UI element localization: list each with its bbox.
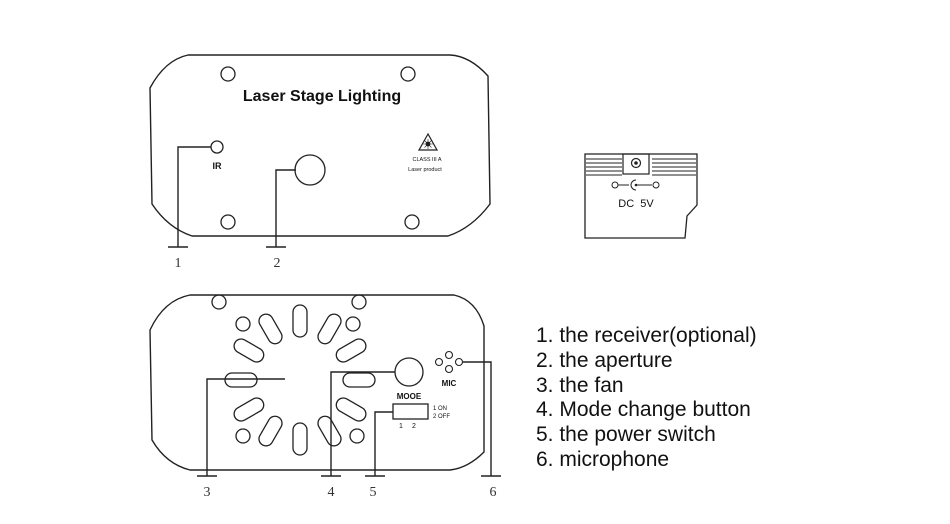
callout-number-1: 1 — [175, 256, 182, 271]
callout-number-5: 5 — [370, 485, 377, 500]
dc-voltage-label: DC 5V — [618, 198, 654, 210]
ir-receiver — [210, 140, 224, 154]
legend-item: 5. the power switch — [536, 423, 716, 447]
fan-vents — [224, 304, 376, 456]
callout-line-3 — [206, 378, 285, 476]
callout-line-2 — [275, 169, 296, 247]
laser-aperture — [294, 154, 326, 186]
switch-off-label: 2 OFF — [433, 414, 450, 420]
mount-hole — [345, 316, 361, 332]
legend-item: 6. microphone — [536, 447, 670, 471]
front-panel-title: Laser Stage Lighting — [243, 88, 401, 105]
mode-label: MOOE — [397, 392, 422, 401]
mount-hole — [349, 428, 365, 444]
mount-hole — [211, 294, 227, 310]
callout-number-2: 2 — [274, 256, 281, 271]
laser-warning-icon — [417, 132, 439, 151]
callout-line-1 — [177, 146, 211, 247]
warning-product-text: Laser product — [408, 167, 442, 173]
switch-number-1: 1 — [399, 423, 403, 430]
back-panel: MOOE MIC 1 ON 2 OFF 1 2 3 4 5 6 — [149, 294, 501, 500]
legend-item: 3. the fan — [536, 373, 624, 397]
vent-slots — [586, 158, 696, 176]
mic-label: MIC — [442, 379, 457, 388]
polarity-icon — [611, 179, 660, 191]
callout-line-4 — [330, 371, 395, 476]
mode-button — [394, 357, 424, 387]
legend-item: 4. Mode change button — [536, 398, 751, 422]
power-switch — [392, 403, 429, 420]
mount-hole — [400, 66, 416, 82]
mount-hole — [404, 214, 420, 230]
callout-number-6: 6 — [490, 485, 497, 500]
legend-item: 2. the aperture — [536, 348, 673, 372]
microphone-holes-icon — [434, 350, 464, 374]
callout-number-4: 4 — [328, 485, 335, 500]
switch-on-label: 1 ON — [433, 406, 447, 412]
legend-item: 1. the receiver(optional) — [536, 324, 757, 347]
mount-hole — [351, 294, 367, 310]
parts-legend: 1. the receiver(optional) 2. the apertur… — [536, 324, 757, 473]
switch-number-2: 2 — [412, 423, 416, 430]
callout-line-6 — [463, 361, 492, 476]
callout-number-3: 3 — [204, 485, 211, 500]
mount-hole — [235, 316, 251, 332]
mount-hole — [220, 214, 236, 230]
dc-socket — [622, 153, 650, 175]
ir-label: IR — [213, 161, 223, 171]
warning-class-text: CLASS III A — [412, 157, 441, 163]
mount-hole — [235, 428, 251, 444]
callout-line-5 — [374, 411, 393, 476]
mount-hole — [220, 66, 236, 82]
dc-jack-detail: DC 5V — [584, 153, 698, 239]
front-panel: Laser Stage Lighting IR CLASS III A Lase… — [149, 54, 491, 271]
